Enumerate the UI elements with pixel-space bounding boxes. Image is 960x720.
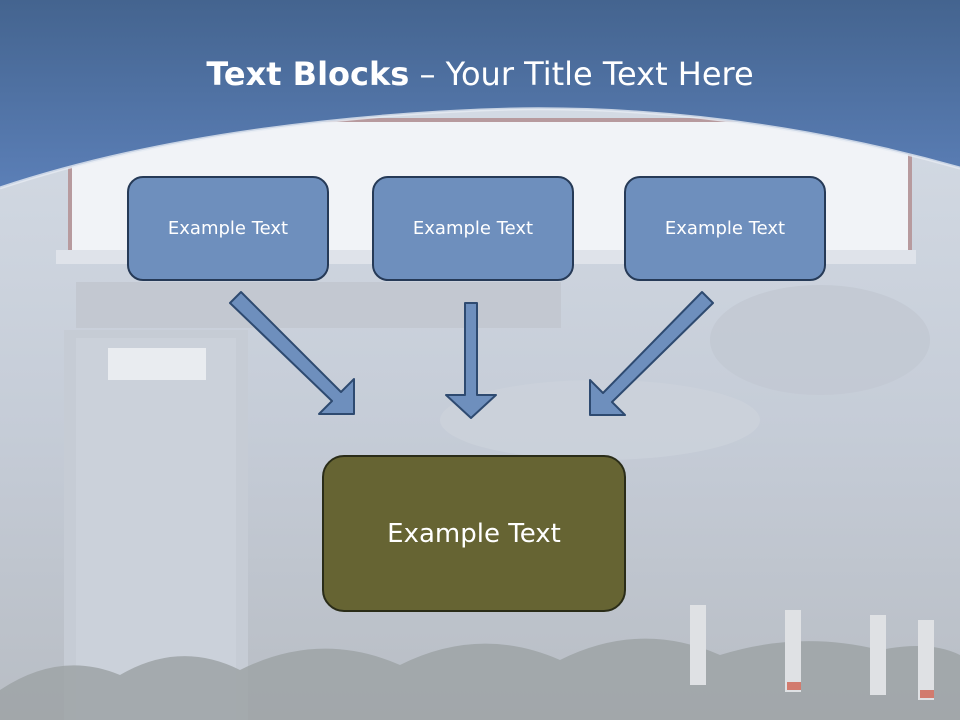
source-box-1-label: Example Text: [167, 218, 289, 239]
target-box[interactable]: Example Text: [322, 455, 626, 612]
arrow-right-to-target: [589, 291, 714, 416]
source-box-2-label: Example Text: [412, 218, 534, 239]
source-box-1[interactable]: Example Text: [127, 176, 329, 281]
source-box-3[interactable]: Example Text: [624, 176, 826, 281]
source-box-3-label: Example Text: [664, 218, 786, 239]
arrow-left-to-target: [229, 291, 355, 415]
arrow-center-to-target: [445, 302, 497, 419]
slide-title-rest: – Your Title Text Here: [409, 55, 754, 93]
slide-title-bold: Text Blocks: [206, 55, 410, 93]
target-box-label: Example Text: [387, 518, 561, 549]
source-box-2[interactable]: Example Text: [372, 176, 574, 281]
slide-title: Text Blocks – Your Title Text Here: [0, 52, 960, 96]
